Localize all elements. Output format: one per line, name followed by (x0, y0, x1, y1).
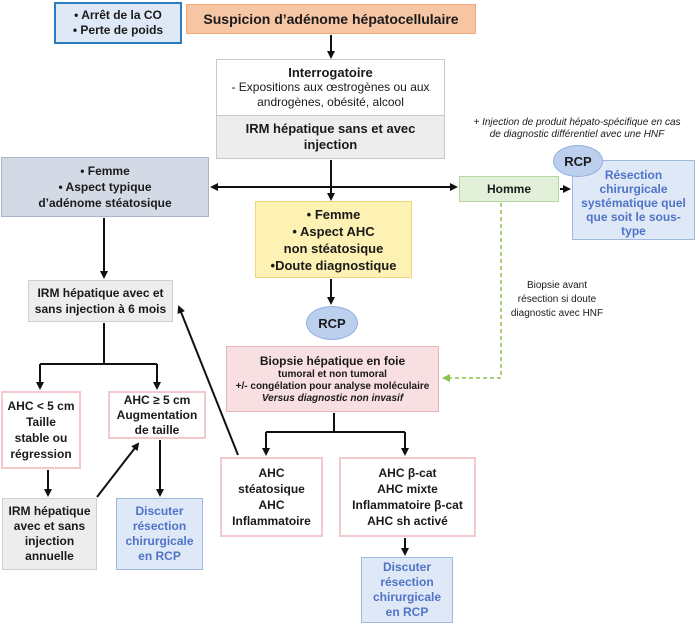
arrow-irm-annuelle-ge5 (96, 442, 140, 498)
discuter-left-line1: Discuter (135, 504, 184, 518)
discuter-left-line2: résection (132, 519, 187, 533)
femme-typique-line1: • Femme (80, 164, 130, 178)
interrogatoire-line2: androgènes, obésité, alcool (257, 95, 404, 109)
box-ahc-lt5: AHC < 5 cm Taille stable ou régression (1, 391, 81, 469)
ahc-group2-line4: AHC sh activé (367, 514, 448, 528)
irm-initial-line1: IRM hépatique sans et avec (245, 121, 416, 136)
box-irm-initial: IRM hépatique sans et avec injection (216, 115, 445, 159)
ahc-ge5-line1: AHC ≥ 5 cm (123, 392, 191, 407)
ahc-ge5-line2: Augmentation (116, 407, 198, 422)
injection-note-line1: + Injection de produit hépato-spécifique… (473, 117, 681, 128)
rcp-mid-circle: RCP (306, 306, 358, 340)
femme-ahc-line2: • Aspect AHC (292, 223, 375, 239)
femme-ahc-line3: non stéatosique (283, 240, 384, 256)
biopsie-note-line1: Biopsie avant (526, 280, 588, 291)
rcp-mid-label: RCP (318, 315, 346, 331)
arrow-group1-irm6 (177, 305, 239, 456)
box-femme-ahc: • Femme • Aspect AHC non stéatosique •Do… (255, 201, 412, 278)
injection-note-line2: de diagnostic différentiel avec une HNF (489, 129, 665, 140)
interrogatoire-title: Interrogatoire (288, 65, 373, 80)
resection-sys-line1: Résection (604, 168, 663, 182)
rcp-top-label: RCP (564, 153, 592, 169)
box-irm-6mois: IRM hépatique avec et sans injection à 6… (28, 280, 173, 322)
biopsie-note-line2: résection si doute (517, 294, 597, 305)
femme-ahc-line1: • Femme (306, 206, 361, 222)
biopsie-note-line3: diagnostic avec HNF (510, 308, 604, 319)
ahc-ge5-line3: de taille (134, 422, 180, 437)
ahc-group2-line1: AHC β-cat (378, 466, 437, 480)
resection-sys-line2: chirurgicale (599, 182, 668, 196)
resection-sys-line3: systématique quel (581, 196, 686, 210)
biopsie-line2: +/- congélation pour analyse moléculaire (235, 380, 430, 392)
ahc-group1-line1: AHC (258, 466, 285, 480)
box-biopsie: Biopsie hépatique en foie tumoral et non… (226, 346, 439, 412)
ahc-lt5-line1: AHC < 5 cm (7, 399, 75, 413)
discuter-left-line3: chirurgicale (125, 534, 194, 548)
box-ahc-group2: AHC β-cat AHC mixte Inflammatoire β-cat … (339, 457, 476, 537)
discuter-left-line4: en RCP (138, 549, 181, 563)
rcp-top-circle: RCP (553, 145, 603, 177)
box-discuter-bottom: Discuter résection chirurgicale en RCP (361, 557, 453, 623)
femme-typique-line2: • Aspect typique (58, 180, 152, 194)
suspicion-title: Suspicion d’adénome hépatocellulaire (203, 11, 459, 27)
discuter-bottom-line3: chirurgicale (372, 590, 442, 604)
box-arret-co: • Arrêt de la CO • Perte de poids (54, 2, 182, 44)
irm-6mois-line1: IRM hépatique avec et (37, 286, 164, 300)
discuter-bottom-line2: résection (380, 575, 434, 589)
ahc-group2-line2: AHC mixte (377, 482, 438, 496)
biopsie-note: Biopsie avant résection si doute diagnos… (493, 279, 621, 321)
biopsie-line3: Versus diagnostic non invasif (261, 392, 404, 404)
perte-poids-text: • Perte de poids (72, 23, 164, 37)
resection-sys-line4: que soit le sous- (586, 210, 681, 224)
biopsie-line1: tumoral et non tumoral (278, 368, 387, 380)
irm-initial-line2: injection (303, 137, 358, 152)
irm-annuelle-line1: IRM hépatique (8, 504, 91, 518)
box-femme-typique: • Femme • Aspect typique d’adénome stéat… (1, 157, 209, 217)
resection-sys-line5: type (621, 224, 646, 238)
ahc-group2-line3: Inflammatoire β-cat (352, 498, 463, 512)
femme-typique-line3: d’adénome stéatosique (38, 196, 172, 210)
ahc-group1-line2: stéatosique (238, 482, 305, 496)
ahc-lt5-line3: stable ou (14, 431, 68, 445)
irm-annuelle-line3: injection (24, 534, 75, 548)
ahc-lt5-line4: régression (10, 447, 72, 461)
box-suspicion: Suspicion d’adénome hépatocellulaire (186, 4, 476, 34)
box-ahc-group1: AHC stéatosique AHC Inflammatoire (220, 457, 323, 537)
box-discuter-left: Discuter résection chirurgicale en RCP (116, 498, 203, 570)
injection-note: + Injection de produit hépato-spécifique… (454, 117, 700, 141)
femme-ahc-line4: •Doute diagnostique (270, 257, 397, 273)
box-homme: Homme (459, 176, 559, 202)
discuter-bottom-line1: Discuter (382, 560, 432, 574)
irm-annuelle-line2: avec et sans (13, 519, 86, 533)
arret-co-text: • Arrêt de la CO (74, 8, 162, 22)
box-ahc-ge5: AHC ≥ 5 cm Augmentation de taille (108, 391, 206, 439)
discuter-bottom-line4: en RCP (385, 605, 429, 619)
interrogatoire-line1: - Expositions aux œstrogènes ou aux (231, 80, 430, 94)
ahc-group1-line3: AHC (258, 498, 285, 512)
box-irm-annuelle: IRM hépatique avec et sans injection ann… (2, 498, 97, 570)
irm-6mois-line2: sans injection à 6 mois (34, 302, 167, 316)
ahc-group1-line4: Inflammatoire (232, 514, 311, 528)
ahc-lt5-line2: Taille (26, 415, 56, 429)
biopsie-title: Biopsie hépatique en foie (259, 353, 406, 368)
homme-label: Homme (486, 182, 531, 196)
box-interrogatoire: Interrogatoire - Expositions aux œstrogè… (216, 59, 445, 115)
irm-annuelle-line4: annuelle (25, 549, 74, 563)
